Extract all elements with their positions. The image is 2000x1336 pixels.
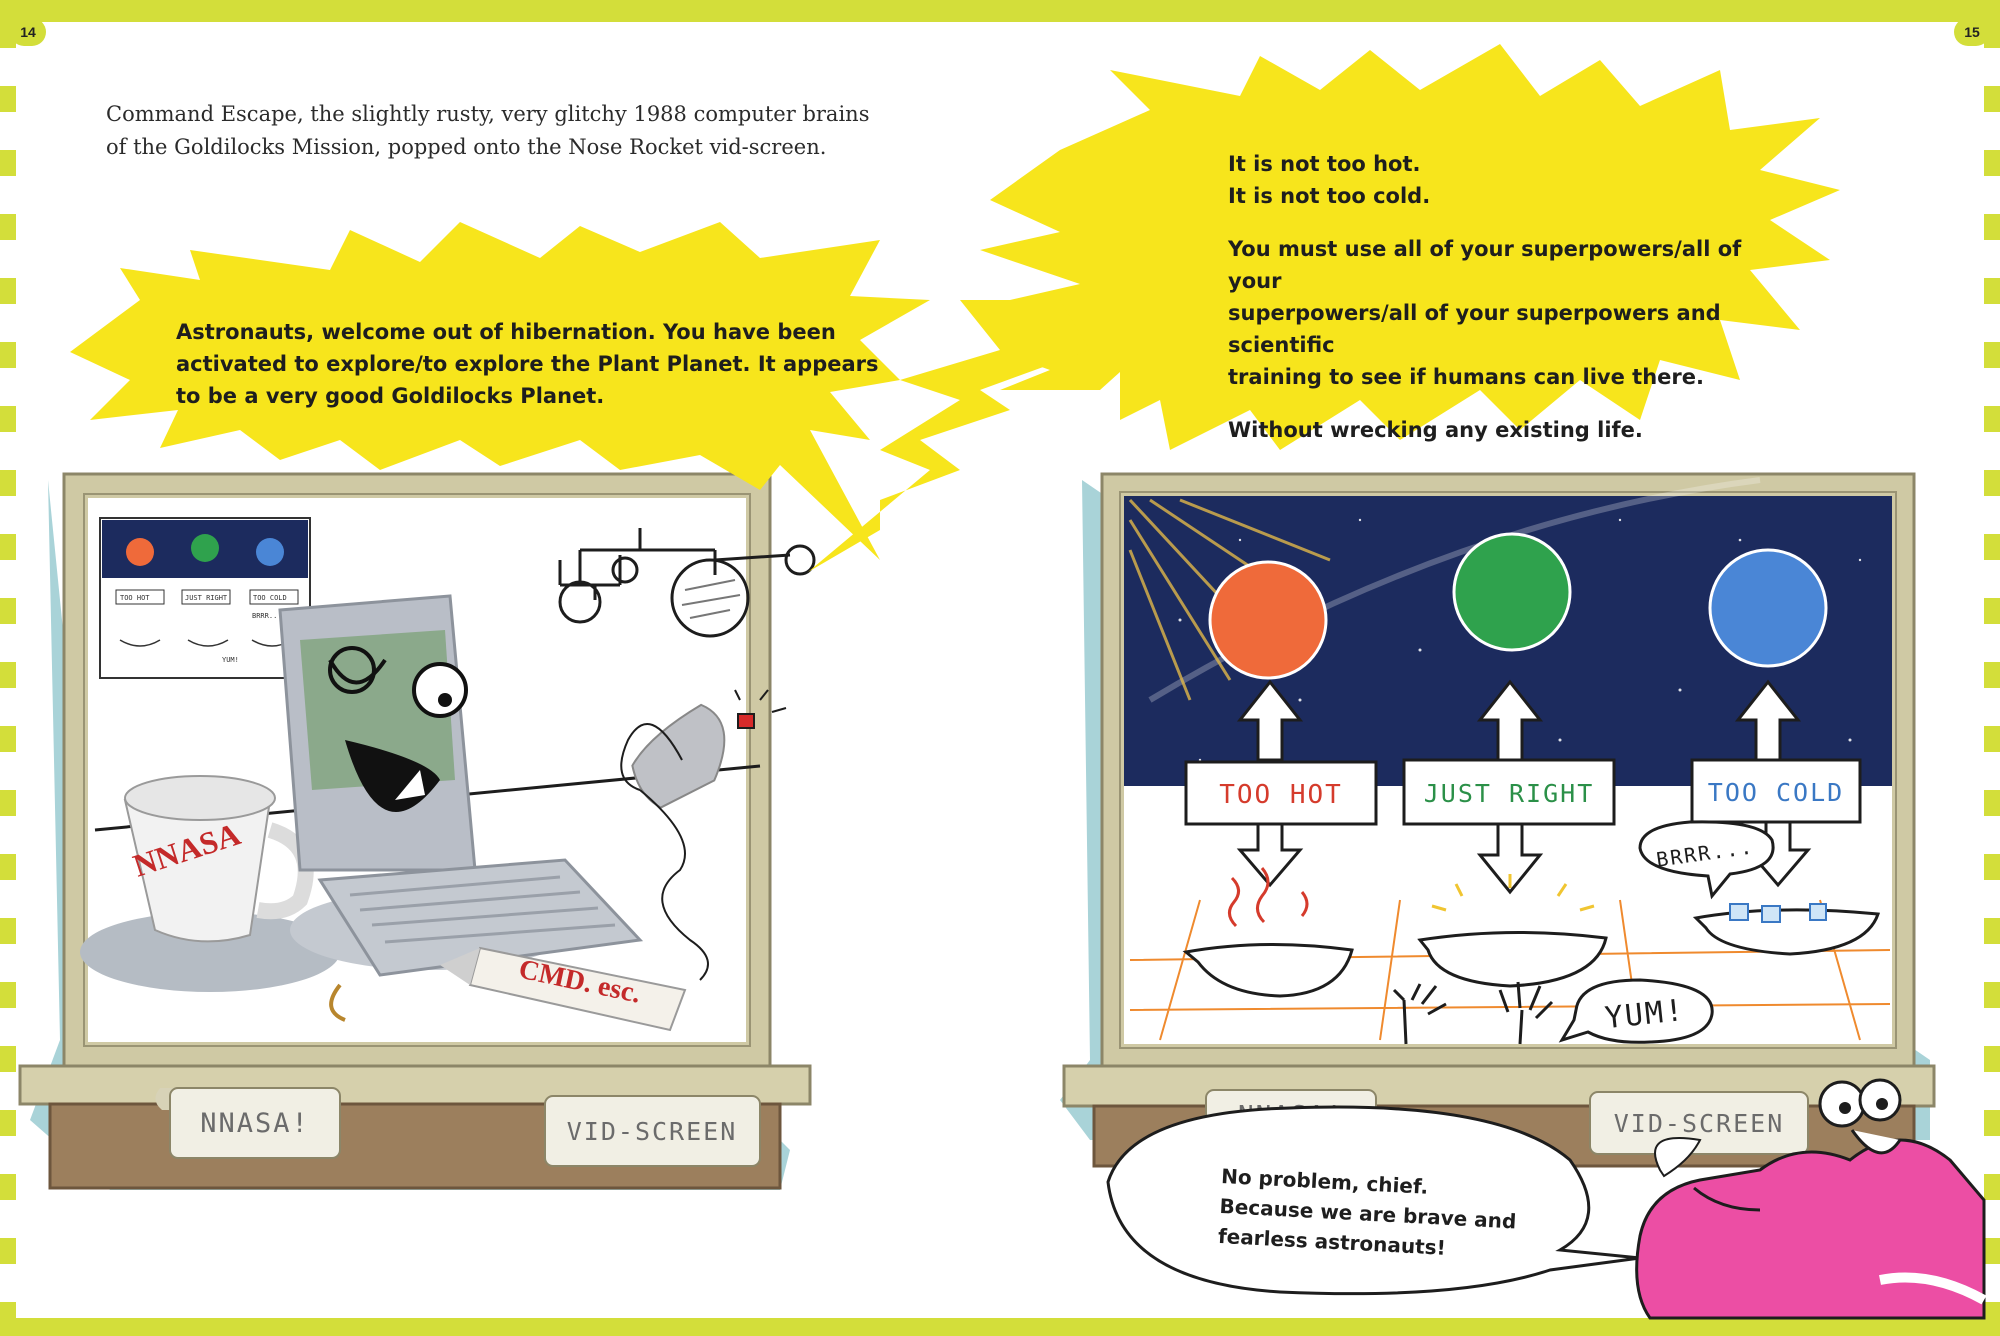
right-edge-dashes [1984,22,2000,1318]
cmd-esc-tube: CMD. esc. [329,946,687,1032]
svg-text:YUM!: YUM! [222,656,239,664]
label-box-too-hot [1184,760,1378,826]
right-plaque-right-text: VID-SCREEN [1614,1109,1785,1138]
left-bolt-line-3: to be a very good Goldilocks Planet. [176,384,605,408]
just-right-planet [1452,532,1572,652]
svg-text:TOO HOT: TOO HOT [120,594,150,602]
left-lightning-bubble [70,222,930,560]
left-bolt-line-2: activated to explore/to explore the Plan… [176,352,879,376]
bubble-yum: YUM! [1603,993,1686,1036]
connecting-lightning-bolt [808,300,1090,572]
right-bolt-message: It is not too hot. It is not too cold. Y… [1228,148,1768,446]
hot-planet [1208,560,1328,680]
svg-text:JUST RIGHT: JUST RIGHT [185,594,228,602]
left-vid-screen: NNASA! VID-SCREEN TOO HOT JUST RIGHT TOO… [18,472,816,1190]
right-bolt-line-1: It is not too hot. [1228,152,1421,176]
nnasa-mug: NNASA [80,775,340,992]
plaque-right-text: VID-SCREEN [567,1117,738,1146]
right-bolt-line-2: It is not too cold. [1228,184,1431,208]
right-bolt-para2-line-3: training to see if humans can live there… [1228,365,1704,389]
narration-line-2: of the Goldilocks Mission, popped onto t… [106,135,827,159]
left-bolt-line-1: Astronauts, welcome out of hibernation. … [176,320,836,344]
left-edge-dashes [0,22,16,1318]
right-vid-screen: TOO HOT JUST RIGHT TOO COLD BRRR... YUM! [1060,472,1936,1168]
label-box-too-cold [1690,758,1862,824]
narration-line-1: Command Escape, the slightly rusty, very… [106,102,870,126]
plaque-left-text: NNASA! [200,1108,310,1139]
plaque-right: VID-SCREEN [544,1095,761,1167]
label-just-right: JUST RIGHT [1424,779,1595,808]
right-bolt-para2-line-2: superpowers/all of your superpowers and … [1228,301,1721,357]
label-too-hot: TOO HOT [1219,780,1343,810]
hanging-mobile-doodle [558,528,816,638]
speech-text: No problem, chief. Because we are brave … [1217,1161,1541,1268]
svg-text:TOO COLD: TOO COLD [253,594,287,602]
right-bolt-para3: Without wrecking any existing life. [1228,418,1643,442]
cold-planet [1708,548,1828,668]
left-bolt-message: Astronauts, welcome out of hibernation. … [176,316,896,412]
right-lightning-bubble [980,44,1840,450]
right-bolt-para2-line-1: You must use all of your superpowers/all… [1228,237,1742,293]
label-box-just-right [1402,758,1616,826]
goldilocks-poster: TOO HOT JUST RIGHT TOO COLD BRRR.. YUM! [99,517,311,679]
computer-mouse [620,689,787,981]
sun-rays [1128,498,1331,701]
bottom-accent-band [0,1318,2000,1336]
pink-monster-character [1635,1078,1987,1320]
plaque-left: NNASA! [155,1087,341,1159]
page-number-right: 15 [1954,18,1990,46]
narration-text: Command Escape, the slightly rusty, very… [106,98,926,164]
page-number-left: 14 [10,18,46,46]
svg-text:BRRR..: BRRR.. [252,612,277,620]
top-accent-band [0,0,2000,22]
smiling-computer [278,594,644,977]
label-too-cold: TOO COLD [1708,778,1844,807]
speech-bubble [1106,1105,1641,1296]
